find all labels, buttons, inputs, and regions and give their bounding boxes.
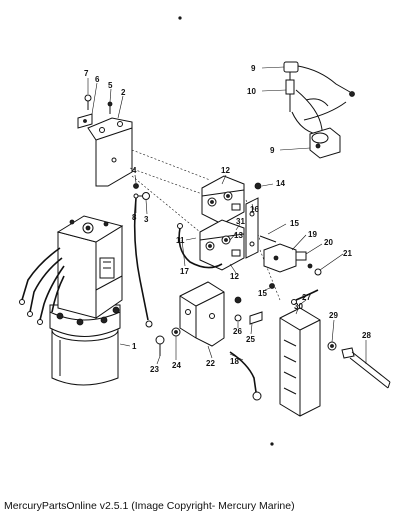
- callout-9-relay: 9: [270, 146, 275, 155]
- callout-14: 14: [276, 179, 285, 188]
- callout-22: 22: [206, 359, 215, 368]
- bolt: [341, 347, 391, 389]
- callout-10: 10: [247, 87, 256, 96]
- clamp-block: [279, 307, 321, 417]
- callout-9-top: 9: [251, 64, 256, 73]
- callout-8: 8: [132, 213, 137, 222]
- callout-29: 29: [329, 311, 338, 320]
- parts-diagram: 1 2 3 4 5 6 7 8 9 9 10 11 12 12 13 14 15…: [19, 16, 391, 446]
- screw: [84, 94, 92, 110]
- callout-7: 7: [84, 69, 89, 78]
- callout-15-lower: 15: [258, 289, 267, 298]
- callout-13: 13: [234, 231, 243, 240]
- solenoid-upper: [201, 175, 245, 225]
- callout-25: 25: [246, 335, 255, 344]
- callout-19: 19: [308, 230, 317, 239]
- callout-15-upper: 15: [290, 219, 299, 228]
- callout-3: 3: [144, 215, 149, 224]
- mounting-plate: [77, 113, 133, 187]
- callout-16: 16: [250, 205, 259, 214]
- callout-30: 30: [294, 302, 303, 311]
- callout-5: 5: [108, 81, 113, 90]
- callout-6: 6: [95, 75, 100, 84]
- leader-lines: [87, 66, 367, 365]
- callout-21: 21: [343, 249, 352, 258]
- callout-20: 20: [324, 238, 333, 247]
- screw: [107, 101, 113, 114]
- callout-1: 1: [132, 342, 137, 351]
- wire-harness: [283, 61, 355, 159]
- callout-4: 4: [132, 166, 137, 175]
- callout-18: 18: [230, 357, 239, 366]
- callout-12-upper: 12: [221, 166, 230, 175]
- callout-2: 2: [121, 88, 126, 97]
- callout-27: 27: [302, 293, 311, 302]
- pump-motor-assembly: [19, 215, 124, 386]
- lower-bracket: [179, 281, 225, 347]
- callout-31: 31: [236, 217, 245, 226]
- callout-24: 24: [172, 361, 181, 370]
- callout-26: 26: [233, 327, 242, 336]
- image-caption: MercuryPartsOnline v2.5.1 (Image Copyrig…: [4, 500, 295, 512]
- callout-labels: 1 2 3 4 5 6 7 8 9 9 10 11 12 12 13 14 15…: [84, 64, 371, 374]
- callout-28: 28: [362, 331, 371, 340]
- callout-11: 11: [176, 236, 185, 245]
- callout-23: 23: [150, 365, 159, 374]
- callout-12-lower: 12: [230, 272, 239, 281]
- callout-17: 17: [180, 267, 189, 276]
- solenoid-lower: [199, 219, 245, 271]
